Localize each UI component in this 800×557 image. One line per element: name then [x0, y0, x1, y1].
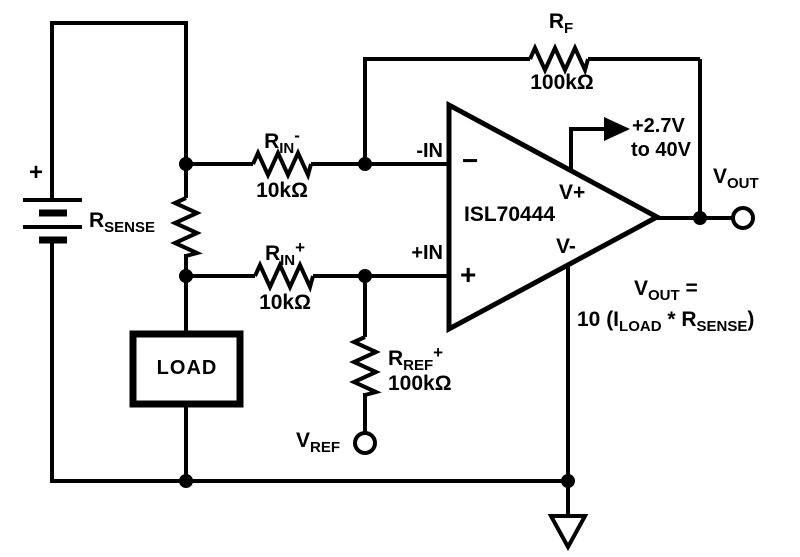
opamp-triangle	[446, 100, 663, 334]
rsense-ref: R	[89, 209, 105, 232]
load-box	[129, 330, 244, 408]
wire-top-left-loop	[50, 21, 188, 199]
opamp-noninverting-sign: +	[460, 259, 477, 290]
vout-terminal-label: VOUT	[713, 165, 759, 192]
opamp-part-number: ISL70444	[464, 203, 556, 226]
vout-terminal-circle	[731, 206, 755, 230]
rf-label: RF	[548, 10, 574, 37]
vminus-pin-label: V-	[556, 235, 576, 258]
battery-plus-label: +	[29, 159, 44, 186]
rref-value: 100kΩ	[388, 372, 452, 395]
rsense-sub: SENSE	[104, 219, 156, 236]
wire-vplus-supply	[569, 127, 606, 175]
resistor-rref-symbol	[349, 335, 382, 397]
rin-minus-label: RIN-	[264, 126, 300, 157]
rsense-label: RSENSE	[89, 210, 155, 235]
rin-plus-value: 10kΩ	[259, 291, 311, 314]
resistor-rin-plus-symbol	[253, 260, 315, 293]
supply-voltage-line1: +2.7V	[632, 115, 685, 137]
resistor-rin-minus-symbol	[251, 148, 313, 181]
rref-label: RREF+	[388, 343, 444, 374]
opamp-inverting-sign: −	[462, 145, 479, 176]
junction-dots	[179, 157, 707, 488]
wires	[50, 21, 732, 517]
supply-voltage-line2: to 40V	[631, 139, 692, 161]
rf-value: 100kΩ	[530, 71, 594, 94]
vref-terminal-circle	[353, 431, 377, 455]
rin-plus-label: RIN+	[264, 238, 306, 269]
battery-icon	[23, 198, 82, 244]
in-minus-pin-label: -IN	[416, 140, 443, 162]
resistor-rsense-symbol	[170, 196, 203, 258]
in-plus-pin-label: +IN	[411, 242, 443, 264]
wire-feedback-left	[363, 57, 530, 164]
formula-line1: VOUT =	[634, 277, 698, 304]
load-label: LOAD	[156, 357, 218, 379]
rin-minus-value: 10kΩ	[256, 179, 308, 202]
resistor-rf-symbol	[528, 43, 590, 76]
ground-icon	[547, 514, 589, 552]
vplus-pin-label: V+	[559, 181, 586, 204]
resistor-symbols	[170, 43, 590, 397]
vref-terminal-label: VREF	[296, 429, 341, 456]
formula-line2: 10 (ILOAD * RSENSE)	[577, 308, 755, 335]
supply-arrow-icon	[604, 117, 630, 141]
